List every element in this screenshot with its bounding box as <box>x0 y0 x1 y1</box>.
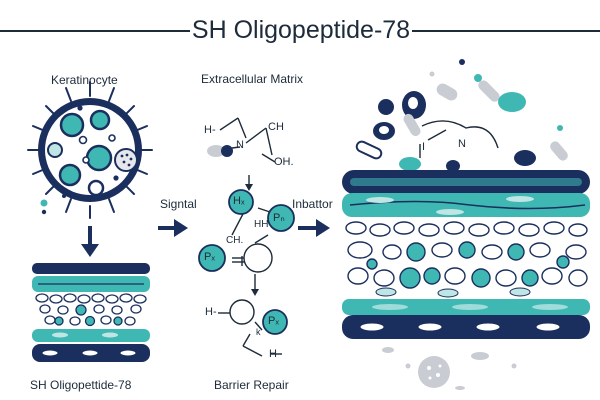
title-rule-left <box>0 30 190 32</box>
barrier-repair-label: Barrier Repair <box>214 378 289 392</box>
title-rule-right <box>412 30 600 32</box>
mol-p-right-text: Pₙ <box>273 212 285 224</box>
mol-oh-top: OH. <box>274 156 294 168</box>
molecule-arrows <box>245 184 259 296</box>
arrow-down-left <box>81 226 99 257</box>
arrow-inhibitor <box>298 219 330 237</box>
arrow-signal <box>158 219 188 237</box>
title-row: SH Oligopeptide-78 <box>0 12 600 48</box>
p-node-bottom <box>262 309 288 335</box>
molecule-structure <box>218 117 282 357</box>
gray-ellipse-node <box>207 145 225 157</box>
bottom-left-caption: SH Oligopettide-78 <box>30 378 132 392</box>
mol-h-node-text: Hₓ <box>233 195 245 207</box>
inhibitor-label: Inbattor <box>292 197 333 211</box>
mol-p-left-text: Pₓ <box>204 251 215 263</box>
navy-node <box>221 145 233 157</box>
gray-debris-bottom <box>382 347 517 390</box>
mol-ch-mid: CH. <box>226 235 244 246</box>
mol-ch-top: CH <box>268 121 284 133</box>
p-node-right <box>267 204 295 232</box>
floating-molecules <box>355 59 568 172</box>
skin-section-left <box>32 263 150 362</box>
molecule-fragment-right <box>419 129 447 158</box>
mol-hh: HH <box>254 219 269 230</box>
mol-i-mark: I <box>422 141 426 153</box>
mol-h-top: H- <box>204 124 216 136</box>
signal-label: Signtal <box>160 197 197 211</box>
skin-section-right <box>342 170 590 339</box>
mol-n-top: N <box>236 139 244 151</box>
mol-k-mark: k <box>256 327 261 337</box>
mol-n-mark: N <box>458 138 466 150</box>
p-node-left <box>198 244 226 272</box>
h-node <box>228 189 254 215</box>
keratinocyte-label: Keratinocyte <box>51 73 118 87</box>
mol-h-end: H- <box>269 348 281 360</box>
extracellular-matrix-label: Extracellular Matrix <box>201 72 304 86</box>
mol-p-bottom-text: Pₓ <box>268 315 279 327</box>
keratinocyte-cell <box>27 81 153 219</box>
mol-h-bottom: H- <box>205 306 217 318</box>
diagram-title: SH Oligopeptide-78 <box>191 16 411 44</box>
